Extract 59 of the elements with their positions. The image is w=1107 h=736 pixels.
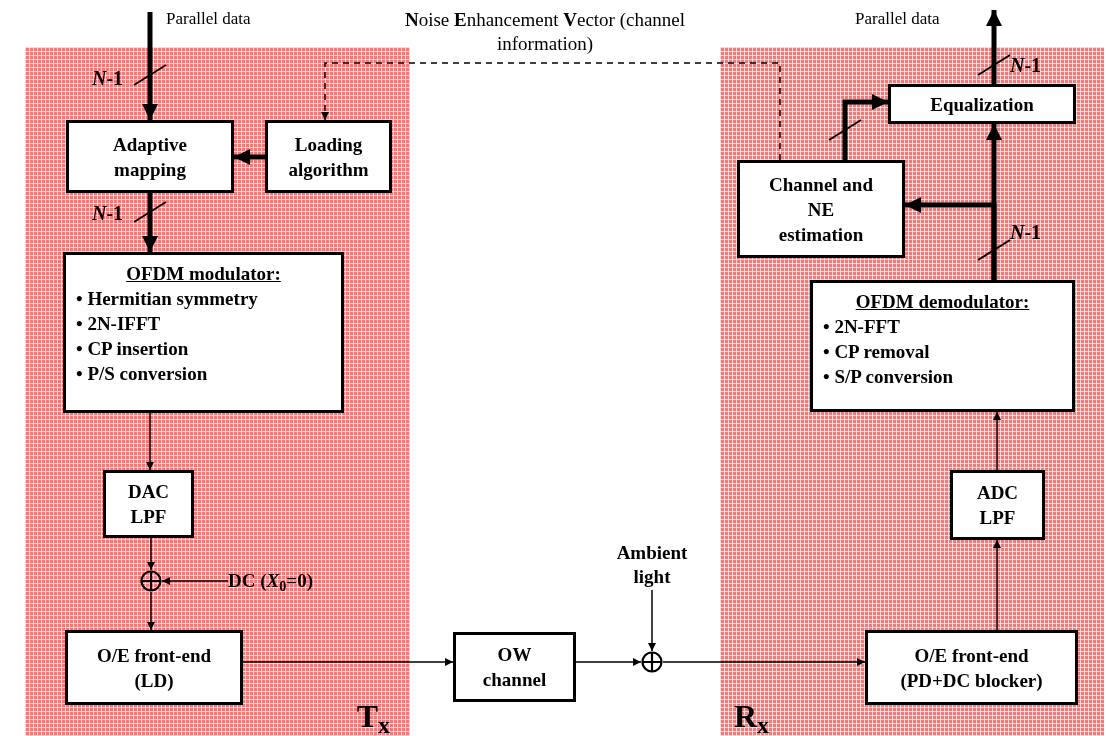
arrow xyxy=(146,412,154,471)
receiver-panel xyxy=(720,47,1104,736)
bullet-item: • 2N-IFFT xyxy=(76,312,162,336)
arrow xyxy=(905,197,997,280)
process-block xyxy=(810,280,1075,412)
arrow xyxy=(242,658,454,666)
bus-width-label: N-1 xyxy=(92,203,124,223)
block-label: ADC LPF xyxy=(975,481,1020,530)
bullet-item: • CP removal xyxy=(823,340,931,364)
arrow xyxy=(662,658,866,666)
panel-label: R$_{x}$ xyxy=(734,700,770,732)
process-block xyxy=(63,252,344,413)
arrow xyxy=(147,537,155,571)
transmitter-panel xyxy=(25,47,410,736)
bus-width-label: N-1 xyxy=(1010,222,1042,242)
bullet-item: • 2N-FFT xyxy=(823,315,901,339)
block-label: DAC LPF xyxy=(126,480,171,529)
arrow xyxy=(993,411,1001,471)
process-box xyxy=(737,160,905,258)
input-label: Ambient light xyxy=(615,541,689,589)
block-heading: OFDM modulator: xyxy=(126,262,281,286)
block-label: Equalization xyxy=(930,92,1034,117)
arrow xyxy=(161,577,229,585)
arrow xyxy=(147,591,155,631)
process-box xyxy=(265,120,392,193)
block-label: O/E front-end (LD) xyxy=(95,643,213,693)
bullet-item: • CP insertion xyxy=(76,337,190,361)
bullet-item: • Hermitian symmetry xyxy=(76,287,259,311)
process-box xyxy=(950,470,1045,540)
bus-width-label: N-1 xyxy=(1010,55,1042,75)
process-box xyxy=(865,630,1078,705)
input-label: DC (X$_{0}$=0) xyxy=(228,569,314,593)
arrow xyxy=(234,149,265,165)
panel-label: T$_{x}$ xyxy=(356,700,390,732)
arrow xyxy=(575,658,642,666)
block-label: Adaptive mapping xyxy=(112,132,188,182)
dashed-arrow xyxy=(321,62,781,161)
process-box xyxy=(65,630,243,705)
arrow xyxy=(842,94,888,160)
block-heading: OFDM demodulator: xyxy=(855,290,1030,314)
edge-label: Parallel data xyxy=(166,8,252,30)
edge-label: Noise Enhancement Vector (channel information) xyxy=(403,8,687,56)
edge-label: Parallel data xyxy=(855,8,941,30)
process-box xyxy=(103,470,194,538)
bullet-item: • S/P conversion xyxy=(823,365,955,389)
arrow xyxy=(993,539,1001,631)
block-label: OW channel xyxy=(481,643,548,692)
bullet-item: • P/S conversion xyxy=(76,362,209,386)
block-label: O/E front-end (PD+DC blocker) xyxy=(899,643,1044,693)
block-label: Loading algorithm xyxy=(287,132,370,182)
process-box xyxy=(453,632,576,702)
arrow xyxy=(142,193,158,252)
arrow xyxy=(986,10,1002,84)
bus-width-label: N-1 xyxy=(92,68,124,88)
process-box xyxy=(66,120,234,193)
arrow xyxy=(142,12,158,120)
block-label: Channel and NE estimation xyxy=(768,172,874,247)
process-box xyxy=(888,84,1076,124)
arrow xyxy=(648,589,656,652)
